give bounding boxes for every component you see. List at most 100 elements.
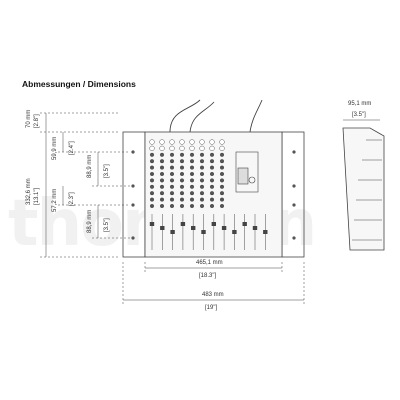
channel-knob [179,184,184,189]
channel-knob [189,159,194,164]
side-profile [342,127,385,251]
channel-knob [149,159,154,164]
channel-knob [209,145,215,152]
mount-hole [131,236,135,240]
channel-knob [219,197,224,202]
fader-cap [149,222,155,226]
channel-knob [179,152,184,157]
channel-knob [189,152,194,157]
channel-knob [159,171,164,176]
dim-95-mm: 95,1 mm [348,101,371,107]
channel-knob [189,165,194,170]
channel-knob [169,184,174,189]
channel-knob [159,184,164,189]
fader-cap [191,226,196,230]
channel-knob [169,171,174,176]
lcd-screen [237,167,249,185]
fader-cap [160,226,165,230]
channel-knob [169,203,174,208]
channel-knob [149,184,154,189]
meter-display [235,151,259,193]
fader-cap [201,230,206,234]
channel-knob [159,203,164,208]
channel-knob [159,159,164,164]
fader-cap [180,222,186,226]
channel-knob [189,178,194,183]
channel-knob [199,184,204,189]
channel-knobs [149,139,225,208]
dimension-lines [40,112,380,304]
channel-knob [149,171,154,176]
channel-knob [219,139,225,145]
channel-knob [149,165,154,170]
mount-hole [292,184,296,188]
channel-knob [169,165,174,170]
dim-88a-in: [3.5"] [104,164,110,178]
channel-knob [149,139,155,145]
channel-knob [219,178,224,183]
fader-cap [242,222,247,226]
channel-knob [149,178,154,183]
channel-knob [219,171,224,176]
channel-knob [209,152,214,157]
dim-88b-in: [3.5"] [104,218,110,232]
channel-knob [159,178,164,183]
dim-59-in: [2.4"] [69,141,75,155]
side-view [342,127,385,251]
channel-knob [179,191,184,196]
channel-knob [209,203,214,208]
channel-knob [209,191,214,196]
fader-cap [221,226,227,230]
channel-knob [219,165,224,170]
channel-knob [219,152,224,157]
channel-knob [189,184,194,189]
channel-knob [169,152,174,157]
channel-knob [189,203,194,208]
channel-knob [159,139,165,145]
mount-hole [131,150,135,154]
mount-hole [131,184,135,188]
channel-knob [219,191,224,196]
channel-knob [199,197,204,202]
channel-knob [189,171,194,176]
channel-knob [199,139,205,145]
channel-knob [209,159,214,164]
channel-knob [199,159,204,164]
dim-483-in: [19"] [205,305,217,311]
channel-knob [209,165,214,170]
channel-knob [149,152,154,157]
channel-knob [179,178,184,183]
channel-knob [159,145,165,152]
fader-cap [252,226,258,230]
dim-88a-mm: 88,9 mm [87,155,93,178]
dim-95-in: [3.5"] [352,112,366,118]
dim-70-in: [2.8"] [34,114,40,128]
connector-cable [249,99,263,133]
channel-knob [189,197,194,202]
channel-knob [159,165,164,170]
mount-hole [131,203,135,207]
channel-knob [199,178,204,183]
master-encoder [248,176,256,184]
channel-knob [159,152,164,157]
fader-cap [232,230,237,234]
fader-cap [211,222,216,226]
fader-cap [263,230,268,234]
channel-knob [219,159,224,164]
channel-knob [179,203,184,208]
channel-knob [189,139,195,145]
channel-knob [179,145,185,152]
channel-knob [219,184,224,189]
channel-knob [179,197,184,202]
channel-knob [209,197,214,202]
channel-knob [169,159,174,164]
dim-88b-mm: 88,9 mm [87,210,93,233]
fader-cap [170,230,175,234]
channel-faders [149,214,268,250]
channel-knob [199,152,204,157]
dim-483-mm: 483 mm [202,292,224,298]
dim-465-mm: 465,1 mm [196,260,223,266]
channel-knob [179,171,184,176]
channel-knob [169,139,175,145]
